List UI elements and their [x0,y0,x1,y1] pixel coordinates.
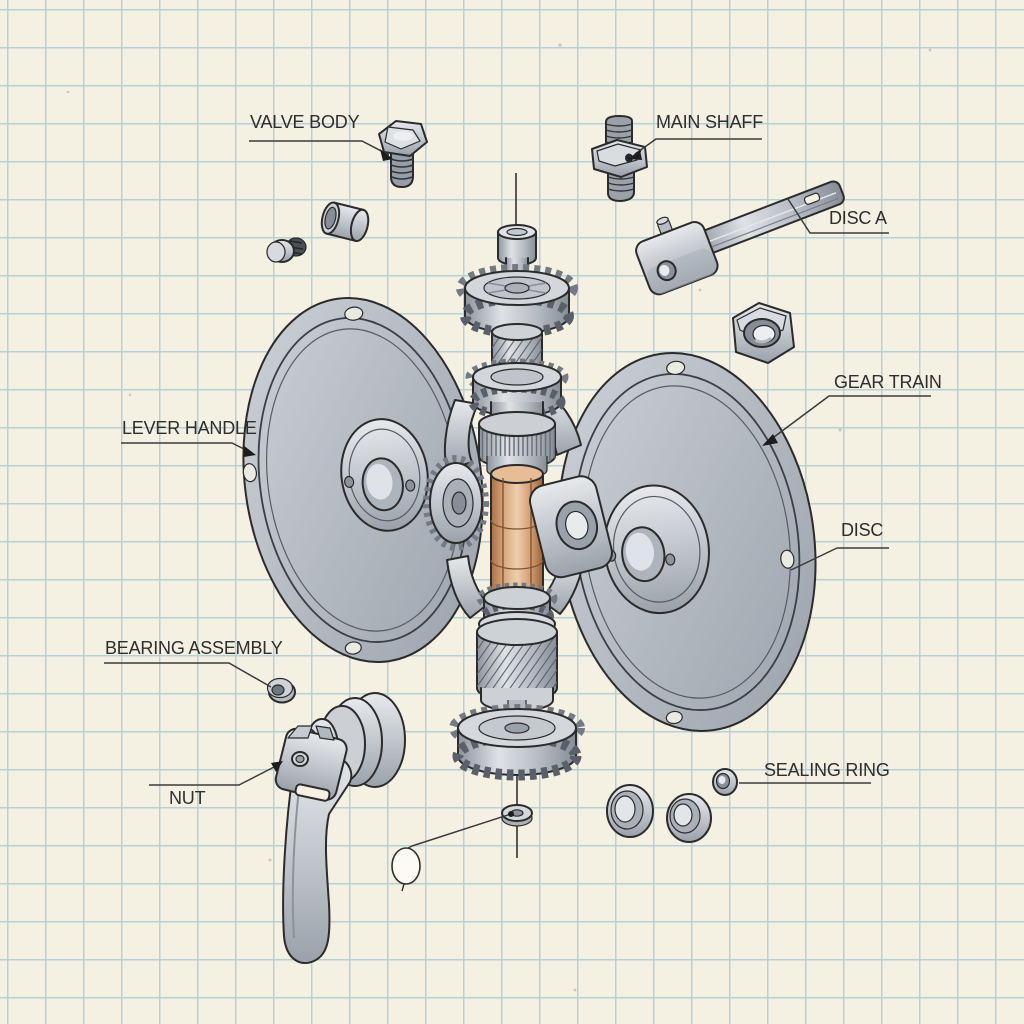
callout-balloon [391,847,421,885]
label-disc: DISC [841,520,884,540]
rim-hole [242,463,258,483]
leader-dot [508,811,514,817]
sealing-ring-mid [666,793,712,843]
label-main-shaft: MAIN SHAFF [656,112,764,132]
leader-lines [104,138,931,892]
spur-gear-bottom [449,704,585,781]
helical-gear-lower [476,611,558,725]
hex-nut [732,302,795,364]
fork-side-gear [423,455,489,551]
fork-hub-block [529,475,613,579]
sealing-ring-left [606,784,654,838]
label-disc-a: DISC A [829,208,887,228]
copper-bushing [490,464,544,602]
rim-hole [666,360,686,376]
main-shaft-stud [591,115,648,202]
rim-hole [344,306,364,321]
arrowhead [762,434,778,446]
rim-hole [780,549,795,569]
lever-handle-part [274,692,406,964]
label-sealing-ring: SEALING RING [764,760,890,780]
arrowhead [271,761,283,772]
lever-slot [294,783,331,802]
label-lever-handle: LEVER HANDLE [122,418,257,438]
label-gear-train: GEAR TRAIN [834,372,942,392]
arrowhead [380,149,393,161]
bushing-sleeve [320,201,370,243]
spur-gear-top [456,264,578,338]
label-nut: NUT [169,788,206,808]
right-disc [557,352,817,732]
label-bearing-assembly: BEARING ASSEMBLY [105,638,283,658]
arm-slot [803,192,821,205]
rim-hole [665,710,683,725]
left-disc [242,297,484,663]
bearing-grommet [266,677,296,704]
label-valve-body: VALVE BODY [250,112,360,132]
rim-hole [344,641,362,655]
arrowhead [628,150,642,160]
arm-link [635,180,845,296]
arrowhead [243,445,256,457]
set-screw [266,237,307,263]
gear-train-stack [449,173,585,858]
sealing-ring-small [712,768,738,796]
